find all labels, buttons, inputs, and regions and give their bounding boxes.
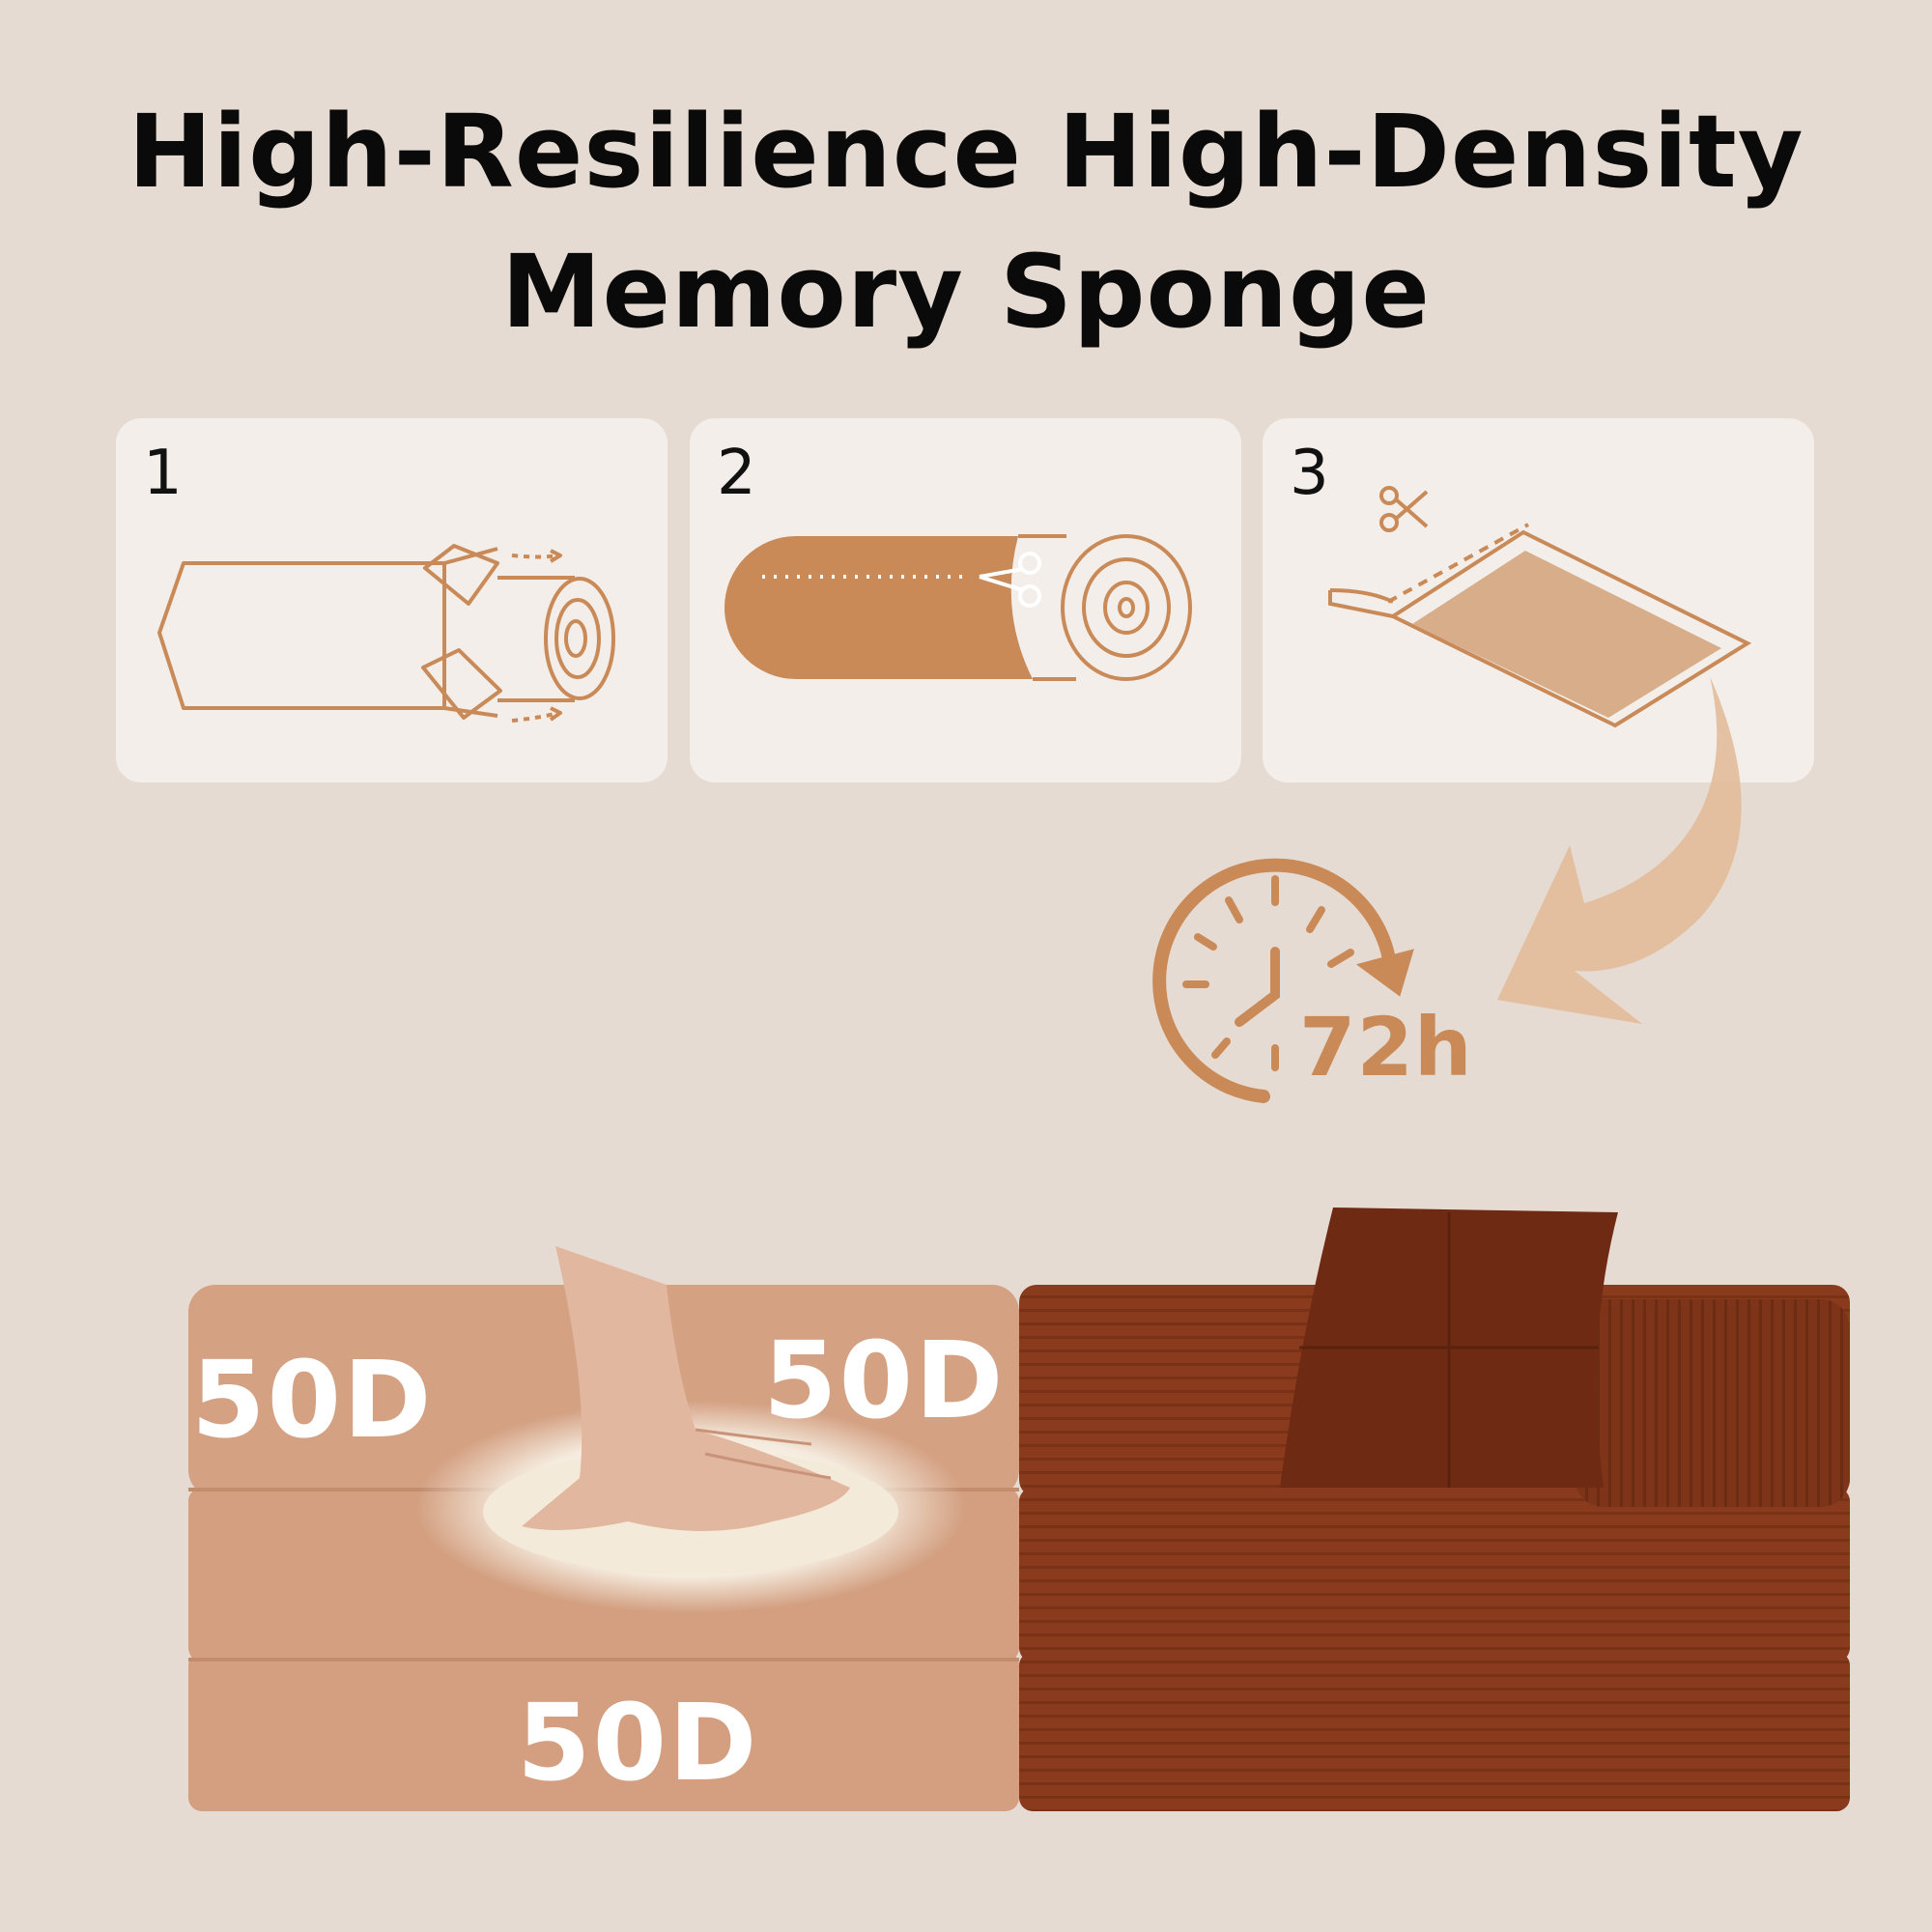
density-label-back-right: 50D xyxy=(763,1319,1006,1442)
cut-roll-icon xyxy=(724,534,1192,681)
density-label-back-left: 50D xyxy=(191,1338,434,1462)
step-number: 1 xyxy=(143,438,183,509)
step-card-3: 3 xyxy=(1263,418,1814,782)
step-number: 3 xyxy=(1290,438,1329,509)
unbox-roll-icon xyxy=(157,544,615,723)
cut-packaging-icon xyxy=(1328,486,1752,728)
expansion-time: 72h xyxy=(1299,1000,1473,1094)
step-card-1: 1 xyxy=(116,418,668,782)
page-title: High-Resilience High-Density Memory Spon… xyxy=(0,82,1932,362)
clock-arrow-icon xyxy=(1152,858,1414,1103)
title-line-1: High-Resilience High-Density xyxy=(128,93,1804,211)
density-label-base: 50D xyxy=(517,1681,759,1804)
step-card-2: 2 xyxy=(690,418,1241,782)
title-line-2: Memory Sponge xyxy=(501,233,1431,351)
step-number: 2 xyxy=(717,438,756,509)
curved-arrow-icon xyxy=(1497,676,1742,1024)
